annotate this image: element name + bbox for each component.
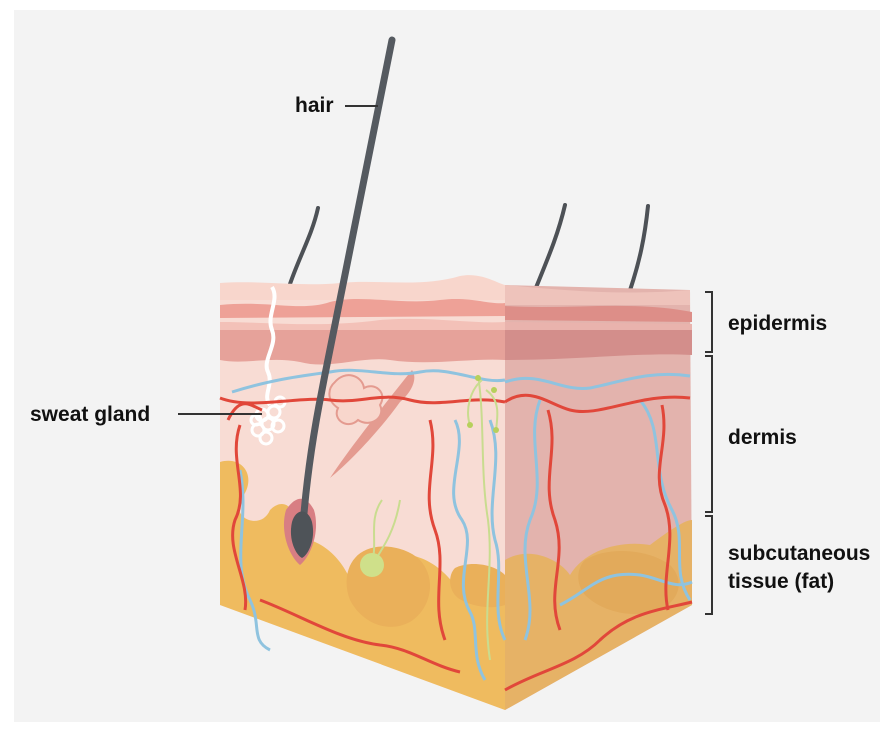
subcutaneous-label-line1: subcutaneous <box>728 542 870 566</box>
dermis-label: dermis <box>728 426 797 450</box>
surface-hair <box>290 208 318 284</box>
dermis-bracket <box>705 356 712 512</box>
subcutaneous-label-line2: tissue (fat) <box>728 570 834 594</box>
surface-hair <box>535 205 565 290</box>
subcutaneous-bracket <box>705 516 712 614</box>
epidermis-side-band-1 <box>505 306 692 322</box>
epidermis-band-3 <box>220 330 505 365</box>
sweat-gland-label: sweat gland <box>30 403 150 427</box>
epidermis-bracket <box>705 292 712 352</box>
hair-label: hair <box>295 94 334 118</box>
surface-hair <box>628 206 648 296</box>
epidermis-top <box>220 275 505 300</box>
epidermis-label: epidermis <box>728 312 827 336</box>
